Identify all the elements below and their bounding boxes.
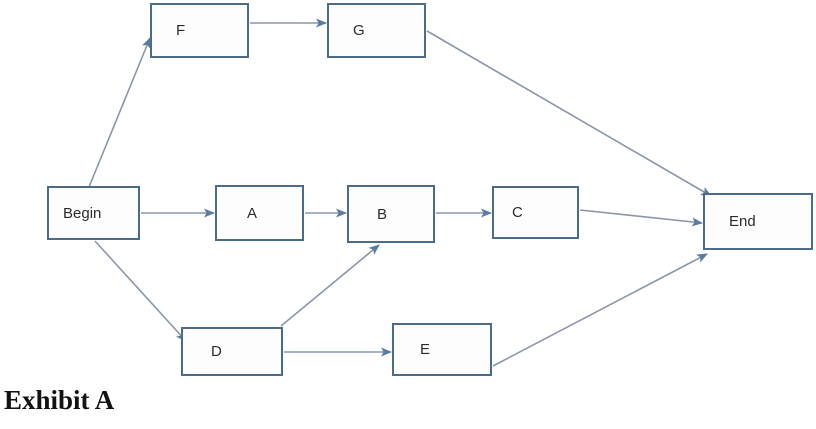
node-end-label: End	[729, 213, 756, 230]
node-b[interactable]: B	[347, 185, 435, 243]
node-f[interactable]: F	[150, 3, 249, 58]
edge-begin-to-d	[94, 240, 187, 342]
node-f-label: F	[176, 22, 186, 39]
node-e-label: E	[420, 341, 431, 358]
exhibit-caption: Exhibit A	[4, 385, 115, 415]
edge-g-to-end	[426, 30, 712, 197]
node-a[interactable]: A	[215, 185, 304, 241]
node-b-label: B	[377, 205, 388, 223]
node-end[interactable]: End	[703, 193, 813, 250]
node-g-label: G	[353, 22, 365, 39]
node-begin-label: Begin	[63, 204, 102, 222]
node-a-label: A	[247, 204, 258, 222]
edge-begin-to-f	[88, 37, 151, 188]
node-d[interactable]: D	[181, 327, 283, 376]
edge-d-to-b	[280, 244, 380, 327]
node-c[interactable]: C	[492, 186, 579, 239]
node-d-label: D	[211, 343, 222, 360]
node-e[interactable]: E	[392, 323, 492, 376]
edge-e-to-end	[492, 253, 708, 367]
node-g[interactable]: G	[327, 3, 426, 58]
edge-c-to-end	[579, 209, 703, 227]
node-begin[interactable]: Begin	[47, 186, 140, 240]
node-c-label: C	[512, 204, 523, 221]
